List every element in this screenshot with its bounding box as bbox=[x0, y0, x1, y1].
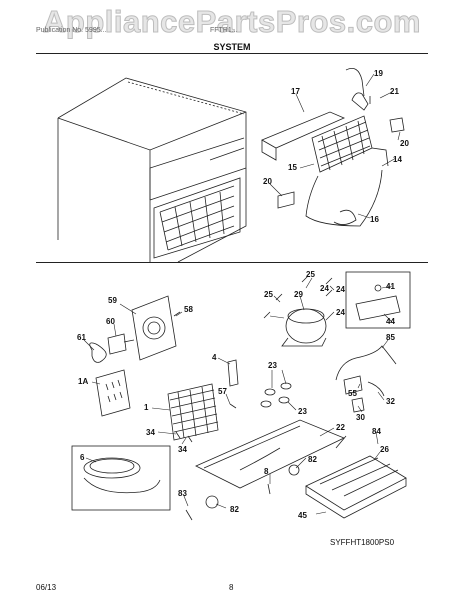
callout-24-b: 24 bbox=[336, 308, 345, 317]
model-header: FFTR1... bbox=[210, 27, 238, 34]
model-code: SYFFHT1800PS0 bbox=[330, 538, 395, 547]
callout-45: 45 bbox=[298, 511, 307, 520]
callout-23: 23 bbox=[268, 361, 277, 370]
compressor-area bbox=[71, 271, 411, 521]
callout-labels: 19 21 17 20 20 14 15 16 25 25 24 24 24 2… bbox=[77, 69, 409, 547]
publication-number: Publication No. 5995... bbox=[36, 27, 107, 34]
callout-30: 30 bbox=[356, 413, 365, 422]
section-title: SYSTEM bbox=[213, 42, 251, 52]
callout-6: 6 bbox=[80, 453, 85, 462]
callout-26: 26 bbox=[380, 445, 389, 454]
callout-29: 29 bbox=[294, 290, 303, 299]
callout-44: 44 bbox=[386, 317, 395, 326]
callout-83: 83 bbox=[178, 489, 187, 498]
callout-61: 61 bbox=[77, 333, 86, 342]
callout-22: 22 bbox=[336, 423, 345, 432]
callout-23-b: 23 bbox=[298, 407, 307, 416]
callout-57: 57 bbox=[218, 387, 227, 396]
watermark: AppliancePartsPros.com bbox=[43, 4, 421, 40]
header-rule bbox=[36, 53, 428, 54]
callout-17: 17 bbox=[291, 87, 300, 96]
callout-15: 15 bbox=[288, 163, 297, 172]
footer-date: 06/13 bbox=[36, 583, 57, 592]
callout-85: 85 bbox=[386, 333, 395, 342]
callout-34-b: 34 bbox=[178, 445, 187, 454]
footer-page-number: 8 bbox=[229, 583, 234, 592]
callout-16: 16 bbox=[370, 215, 379, 224]
callout-1: 1 bbox=[144, 403, 149, 412]
callout-1a: 1A bbox=[78, 377, 88, 386]
callout-4: 4 bbox=[212, 353, 217, 362]
callout-82: 82 bbox=[308, 455, 317, 464]
callout-58: 58 bbox=[184, 305, 193, 314]
section-divider bbox=[36, 262, 428, 263]
callout-82-b: 82 bbox=[230, 505, 239, 514]
callout-21: 21 bbox=[390, 87, 399, 96]
callout-25: 25 bbox=[306, 270, 315, 279]
callout-8: 8 bbox=[264, 467, 269, 476]
cabinet-outline bbox=[57, 77, 247, 263]
evaporator-assembly bbox=[261, 67, 405, 227]
callout-41: 41 bbox=[386, 282, 395, 291]
callout-60: 60 bbox=[106, 317, 115, 326]
callout-25-b: 25 bbox=[264, 290, 273, 299]
callout-84: 84 bbox=[372, 427, 381, 436]
callout-32: 32 bbox=[386, 397, 395, 406]
callout-14: 14 bbox=[393, 155, 402, 164]
leader-lines bbox=[83, 73, 401, 515]
callout-20: 20 bbox=[400, 139, 409, 148]
callout-19: 19 bbox=[374, 69, 383, 78]
callout-55: 55 bbox=[348, 389, 357, 398]
callout-20-b: 20 bbox=[263, 177, 272, 186]
callout-24-c: 24 bbox=[336, 285, 345, 294]
callout-59: 59 bbox=[108, 296, 117, 305]
callout-24: 24 bbox=[320, 284, 329, 293]
callout-34: 34 bbox=[146, 428, 155, 437]
